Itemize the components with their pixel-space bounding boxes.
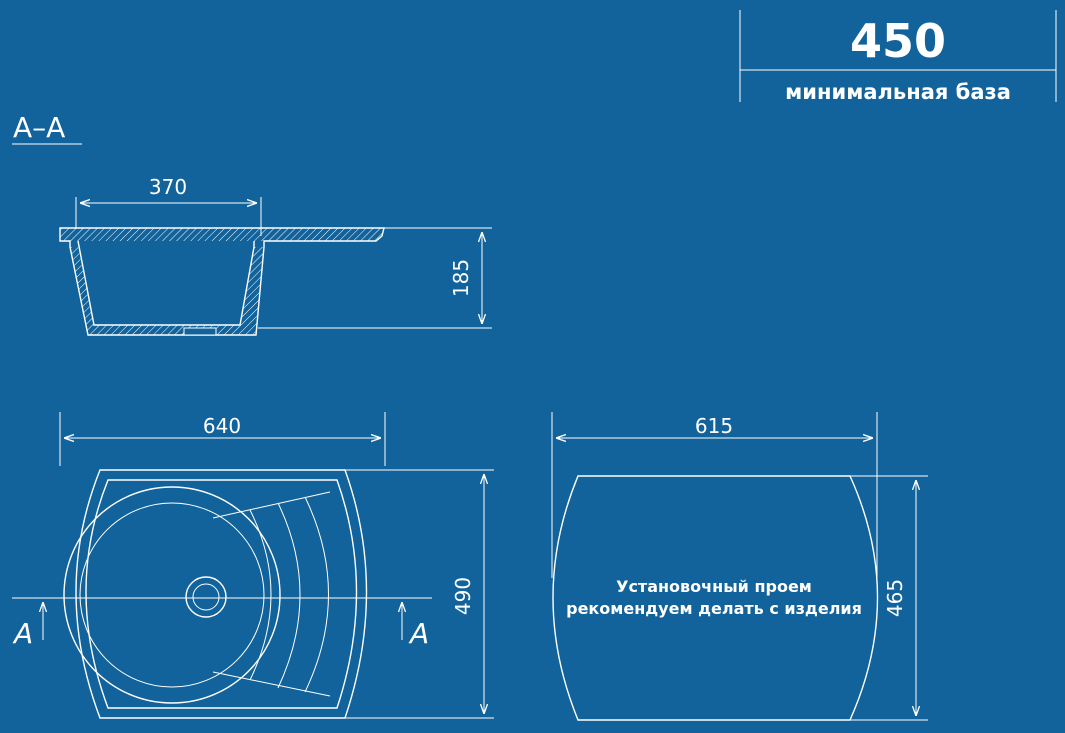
cutout-outline (552, 475, 879, 721)
cut-mark-left: A (12, 617, 33, 650)
sink-width-label: 640 (203, 414, 241, 438)
bowl-inner (79, 502, 265, 688)
drain-section (183, 327, 217, 336)
drain-outer (185, 576, 227, 618)
cutout-view: 615 Установочный проем рекомендуем делат… (551, 412, 928, 721)
min-base-label: минимальная база (785, 80, 1011, 104)
cutout-note-line2: рекомендуем делать с изделия (566, 599, 862, 618)
min-base-box: 450 минимальная база (739, 10, 1057, 104)
bowl-outer (63, 486, 281, 704)
section-depth-label: 185 (449, 259, 473, 297)
top-view: 640 A A 490 (12, 412, 494, 719)
sink-outline (75, 469, 368, 719)
drain-inner (192, 583, 220, 611)
basin-profile (59, 227, 385, 336)
section-label: A–A (13, 111, 65, 144)
section-view: A–A 370 185 (12, 111, 492, 336)
sink-height-label: 490 (451, 577, 475, 615)
cut-mark-right: A (408, 617, 429, 650)
min-base-value: 450 (850, 14, 946, 68)
cutout-height-label: 465 (883, 579, 907, 617)
section-width-label: 370 (149, 175, 187, 199)
cutout-note-line1: Установочный проем (616, 577, 812, 596)
cutout-width-label: 615 (695, 414, 733, 438)
